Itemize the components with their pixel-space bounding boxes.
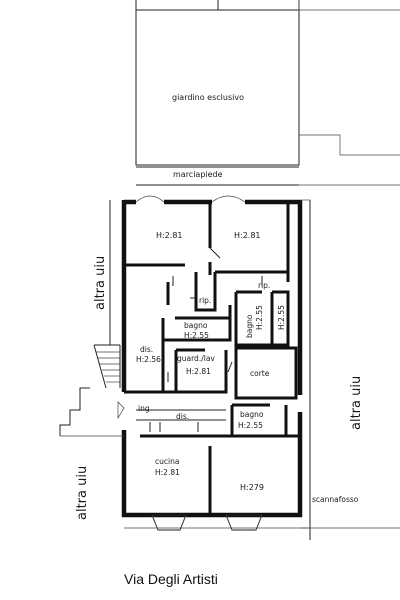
bathroom-right-height: H:2.55 [255,305,264,330]
bathroom-right-label: bagno [245,314,254,338]
street-name: Via Degli Artisti [124,571,218,587]
wardrobe-label: guard./lav [177,354,215,363]
sidewalk-label: marciapiede [173,170,223,179]
drainage-gap-label: scannafosso [312,495,359,504]
bathroom-center-label: bagno [184,321,208,330]
adjacent-unit-right: altra uiu [349,376,364,430]
adjacent-boundaries [59,199,400,540]
adjacent-unit-left-top: altra uiu [93,256,108,310]
room-top-left-height: H:2.81 [156,231,183,240]
kitchen-label: cucina [155,457,179,466]
hall-left-height: H:2.56 [136,355,161,364]
kitchen-height: H:2.81 [155,468,180,477]
bathroom-lower-height: H:2.55 [238,421,263,430]
sidewalk-area [136,166,400,186]
closet-right-label: rip. [258,281,270,290]
garden-area [135,0,400,166]
interior-walls [124,202,300,515]
entrance-label: ing [138,404,150,413]
hall-center-label: dis. [176,412,189,421]
exterior-walls [121,199,303,518]
bathroom-center-height: H:2.55 [184,331,209,340]
adjacent-unit-left-bottom: altra uiu [75,466,90,520]
narrow-room-height: H:2.55 [277,305,286,330]
wardrobe-height: H:2.81 [186,367,211,376]
room-top-right-height: H:2.81 [234,231,261,240]
bathroom-lower-label: bagno [240,410,264,419]
staircase [93,344,121,389]
door-marks [117,195,263,432]
room-bottom-right-height: H:279 [240,483,264,492]
courtyard-label: corte [250,369,270,378]
closet-center-label: rip. [199,296,211,305]
garden-label: giardino esclusivo [172,93,244,102]
hall-left-label: dis. [140,345,153,354]
bottom-light-wells [151,514,263,531]
